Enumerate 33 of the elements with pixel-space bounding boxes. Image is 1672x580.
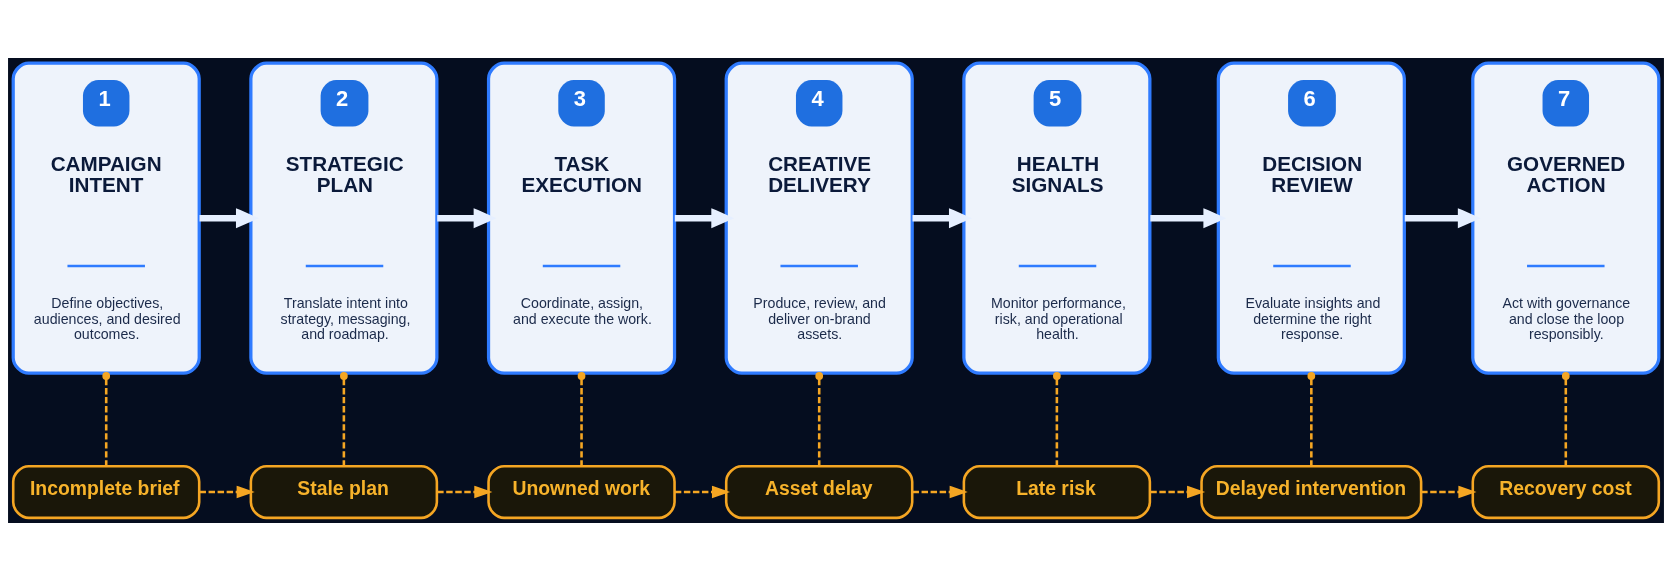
arrow [674, 485, 731, 498]
connector [1307, 371, 1316, 466]
node-box: 5 HEALTH SIGNALS Monitor performance, risk, and operational health. [962, 61, 1152, 375]
node-box: Recovery cost [1471, 464, 1661, 519]
node-box: Asset delay [724, 464, 914, 519]
connector [1561, 371, 1570, 466]
arrow [1404, 207, 1481, 228]
node-box: Incomplete brief [11, 464, 201, 519]
arrow [1421, 485, 1477, 498]
node-box: 6 DECISION REVIEW Evaluate insights and determine the right response. [1216, 61, 1406, 375]
arrow [437, 207, 497, 228]
arrow [437, 485, 493, 498]
connector [815, 371, 824, 466]
arrow [199, 485, 255, 498]
arrow [674, 207, 735, 228]
arrow [199, 207, 259, 228]
node-box: 1 CAMPAIGN INTENT Define objectives, audiences, and desired outcomes. [11, 61, 201, 375]
node-box: Stale plan [249, 464, 439, 519]
arrow [912, 207, 972, 228]
node-box: 4 CREATIVE DELIVERY Produce, review, and deliver on-brand assets. [724, 61, 914, 375]
connector [102, 371, 111, 466]
connector [1053, 371, 1061, 466]
node-box: 7 GOVERNED ACTION Act with governance and close the loop responsibly. [1471, 61, 1661, 375]
connector [577, 371, 586, 466]
arrow [1150, 485, 1206, 498]
connector [340, 371, 348, 466]
arrow [912, 485, 968, 498]
node-box: 2 STRATEGIC PLAN Translate intent into strategy, messaging, and roadmap. [249, 61, 439, 375]
node-box: 3 TASK EXECUTION Coordinate, assign, and execute the work. [486, 61, 677, 375]
node-box: Late risk [962, 464, 1152, 519]
arrow [1150, 207, 1227, 228]
node-box: Unowned work [487, 464, 676, 519]
node-box: Delayed intervention [1200, 464, 1423, 519]
